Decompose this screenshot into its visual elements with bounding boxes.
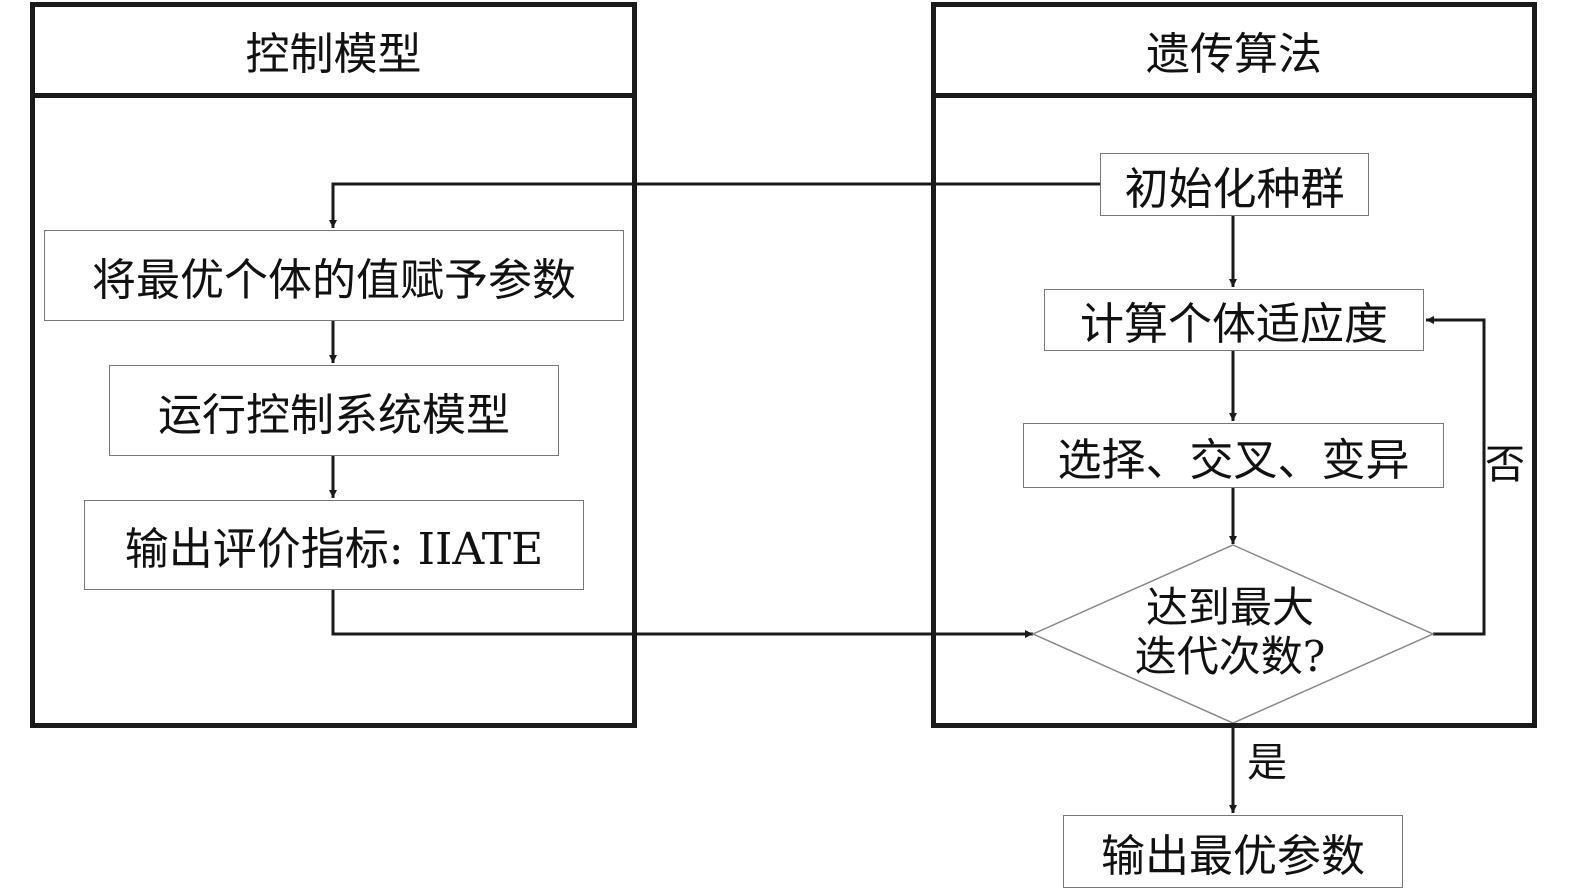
arrow-init-to-assign: [329, 182, 1100, 228]
decision-label: 达到最大 迭代次数?: [1080, 583, 1380, 681]
branch-label-no: 否: [1485, 442, 1525, 488]
step-output-metric: 输出评价指标: IIATE: [84, 500, 584, 590]
arrow-output-to-decision: [331, 590, 1033, 638]
step-init-population: 初始化种群: [1100, 153, 1369, 216]
decision-line-2: 迭代次数?: [1134, 632, 1326, 681]
lane-title-control-model: 控制模型: [35, 7, 632, 98]
arrow-no-loop: [1426, 316, 1486, 636]
step-output-best: 输出最优参数: [1063, 815, 1403, 888]
decision-line-1: 达到最大: [1145, 583, 1314, 632]
lane-control-model: 控制模型: [30, 2, 637, 728]
lane-title-genetic-algorithm: 遗传算法: [936, 7, 1532, 98]
step-select-cross-mutate: 选择、交叉、变异: [1023, 423, 1444, 488]
step-calc-fitness: 计算个体适应度: [1044, 289, 1424, 351]
step-run-model: 运行控制系统模型: [109, 365, 559, 456]
lane-genetic-algorithm: 遗传算法: [931, 2, 1537, 728]
branch-label-yes: 是: [1247, 740, 1287, 786]
step-assign-best: 将最优个体的值赋予参数: [44, 230, 624, 321]
